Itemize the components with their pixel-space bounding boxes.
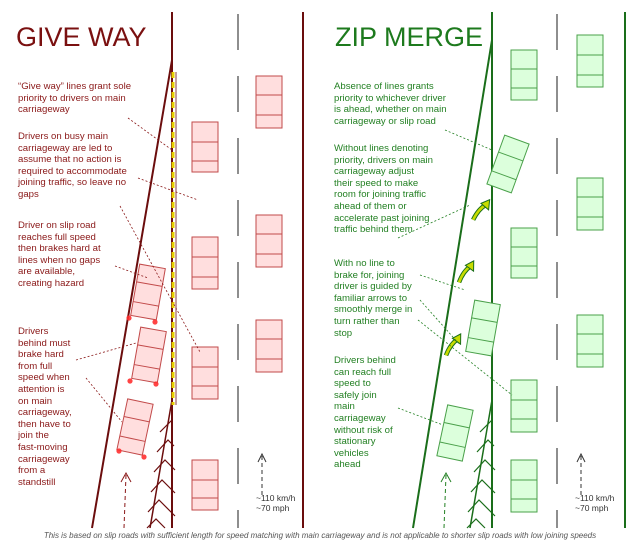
zm-note-4: Drivers behind can reach full speed to s… (334, 355, 396, 471)
give-way-title: GIVE WAY (16, 22, 147, 52)
zm-note-1: Absence of lines grants priority to whic… (334, 81, 447, 127)
car-icon (191, 459, 219, 511)
gw-main-cars (191, 75, 283, 511)
car-icon (116, 398, 154, 456)
zm-main-cars (510, 34, 604, 513)
gw-note-2: Drivers on busy main carriageway are led… (18, 131, 127, 200)
car-icon (191, 236, 219, 290)
zm-note-3: With no line to brake for, joining drive… (334, 258, 413, 339)
car-icon (576, 177, 604, 231)
car-icon (436, 404, 474, 462)
footnote: This is based on slip roads with suffici… (43, 531, 597, 540)
zm-pointer-lines (397, 129, 513, 426)
zm-slip-cars (436, 134, 530, 462)
car-icon (510, 459, 538, 513)
gw-slip-edge-outer (91, 59, 173, 529)
gw-brake-lights (116, 315, 159, 460)
gw-speed-arrow-icon (257, 452, 267, 495)
gw-note-4: Drivers behind must brake hard from full… (18, 326, 72, 488)
brake-light-icon (127, 378, 133, 384)
car-icon (131, 326, 167, 384)
car-icon (255, 319, 283, 373)
car-icon (465, 299, 501, 357)
zm-chevron-hatching (466, 419, 496, 529)
car-icon (510, 379, 538, 433)
car-icon (191, 121, 219, 173)
car-icon (486, 134, 530, 194)
gw-note-1: “Give way” lines grant sole priority to … (18, 81, 132, 116)
zm-merge-arrows (443, 198, 491, 357)
car-icon (191, 346, 219, 400)
gw-pointer-lines (75, 117, 201, 423)
car-icon (576, 34, 604, 88)
car-icon (510, 49, 538, 101)
zm-speed-arrow-icon (576, 452, 586, 495)
zm-dashed-up-arrow-icon (440, 471, 452, 529)
car-icon (255, 214, 283, 268)
merge-arrow-icon (456, 260, 475, 284)
brake-light-icon (116, 448, 122, 454)
brake-light-icon (153, 381, 159, 387)
car-icon (576, 314, 604, 368)
gw-dashed-up-arrow-icon (120, 471, 132, 529)
car-icon (255, 75, 283, 129)
brake-light-icon (126, 315, 132, 321)
merge-arrow-icon (471, 198, 491, 221)
car-icon (510, 227, 538, 279)
zm-note-2: Without lines denoting priority, drivers… (334, 143, 433, 236)
gw-chevron-hatching (146, 419, 176, 529)
gw-slip-cars (116, 263, 167, 456)
zip-merge-title: ZIP MERGE (335, 22, 484, 52)
zm-speed-label: ~110 km/h ~70 mph (575, 493, 615, 513)
gw-note-3: Driver on slip road reaches full speed t… (18, 220, 101, 289)
zm-slip-edge-outer (412, 39, 493, 529)
brake-light-icon (152, 319, 158, 325)
gw-speed-label: ~110 km/h ~70 mph (256, 493, 296, 513)
merge-arrow-icon (443, 333, 462, 357)
brake-light-icon (141, 454, 147, 460)
